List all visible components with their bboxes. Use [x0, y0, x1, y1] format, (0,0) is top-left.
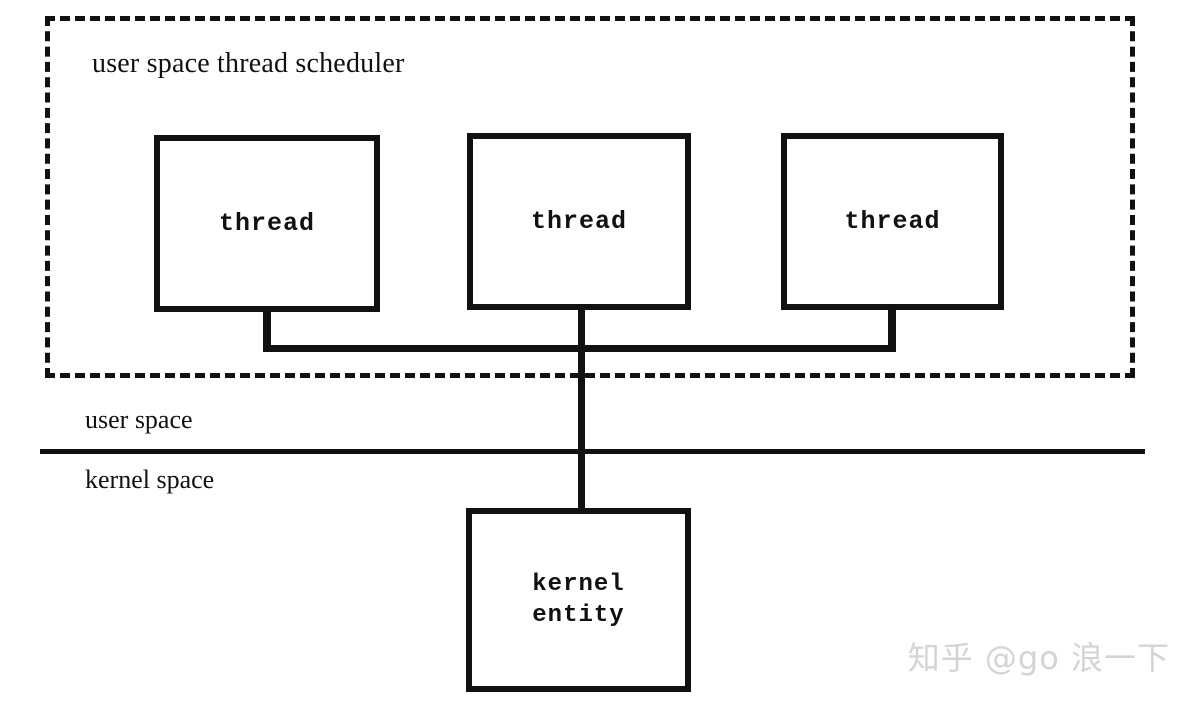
kernel-entity-box: kernel entity	[466, 508, 691, 692]
connector-stub-thread-3	[888, 308, 896, 352]
thread-box-1: thread	[154, 135, 380, 312]
connector-stub-thread-1	[263, 310, 271, 352]
kernel-space-label: kernel space	[85, 465, 215, 494]
thread-box-3-label: thread	[844, 206, 941, 236]
thread-box-2-label: thread	[530, 206, 627, 236]
kernel-entity-label: kernel entity	[532, 570, 625, 629]
connector-trunk-to-kernel	[578, 308, 585, 512]
user-space-thread-scheduler-region	[45, 16, 1135, 378]
user-space-label: user space	[85, 405, 193, 434]
thread-box-1-label: thread	[218, 208, 315, 238]
watermark: 知乎 @go 浪一下	[907, 639, 1170, 677]
user-kernel-boundary-line	[40, 449, 1145, 454]
thread-box-3: thread	[781, 133, 1004, 310]
region-title: user space thread scheduler	[92, 48, 405, 79]
thread-box-2: thread	[467, 133, 691, 310]
